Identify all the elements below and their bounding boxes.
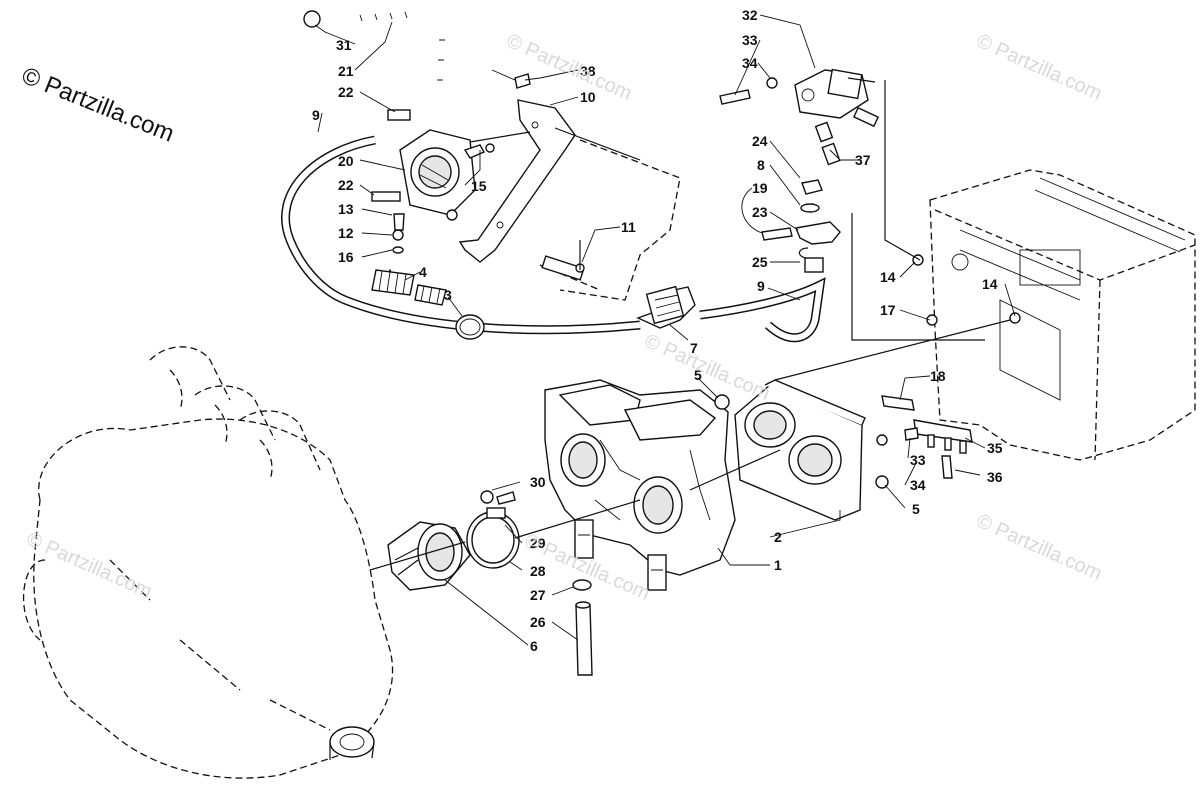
callout-15: 15 [471,178,487,194]
callout-36: 36 [987,469,1003,485]
callout-27: 27 [530,587,546,603]
callout-14: 14 [982,276,998,292]
callout-2: 2 [774,529,782,545]
callout-7: 7 [690,340,698,356]
fasteners [392,69,1021,326]
air-silencer-box [929,169,1196,461]
callout-35: 35 [987,440,1003,456]
callout-26: 26 [530,614,546,630]
callout-3: 3 [444,287,452,303]
callout-22: 22 [338,84,354,100]
vent-fittings [875,395,973,489]
callout-10: 10 [580,89,596,105]
spring-and-ring [371,268,485,340]
callout-23: 23 [752,204,768,220]
callout-4: 4 [419,264,427,280]
callout-24: 24 [752,133,768,149]
callout-labels: 31 21 22 9 20 22 13 12 16 15 38 10 11 4 … [312,7,1003,654]
callout-38: 38 [580,63,596,79]
callout-18: 18 [930,368,946,384]
callout-21: 21 [338,63,354,79]
callout-5: 5 [912,501,920,517]
callout-28: 28 [530,563,546,579]
callout-31: 31 [336,37,352,53]
fuel-pump-assembly [371,109,485,216]
callout-9: 9 [757,278,765,294]
mounting-bracket [458,99,576,263]
callout-30: 30 [530,474,546,490]
airbox-adapter [714,379,866,521]
callout-25: 25 [752,254,768,270]
intake-flange [387,521,471,591]
callout-9: 9 [312,107,320,123]
drain-tube [572,579,593,676]
fuel-filter [636,285,696,329]
callout-33: 33 [742,32,758,48]
carburetor-assembly [544,379,736,591]
callout-6: 6 [530,638,538,654]
callout-1: 1 [774,557,782,573]
callout-8: 8 [757,157,765,173]
callout-32: 32 [742,7,758,23]
callout-11: 11 [621,219,636,235]
solenoid-valve [719,68,880,166]
alignment-lines [369,77,1011,571]
engine-outline [22,346,394,779]
callout-12: 12 [338,225,354,241]
callout-14: 14 [880,269,896,285]
callout-17: 17 [880,302,896,318]
fuel-hoses [281,9,826,343]
callout-19: 19 [752,180,768,196]
dashed-mount-panel [539,139,681,301]
callout-33: 33 [910,452,926,468]
callout-34: 34 [742,55,758,71]
callout-20: 20 [338,153,354,169]
callout-16: 16 [338,249,354,265]
callout-13: 13 [338,201,354,217]
callout-29: 29 [530,535,546,551]
switch-and-bracket [761,179,841,273]
callout-37: 37 [855,152,871,168]
clamp-assembly [466,490,520,569]
callout-5: 5 [694,367,702,383]
callout-34: 34 [910,477,926,493]
leader-lines [314,14,1016,646]
callout-22: 22 [338,177,354,193]
